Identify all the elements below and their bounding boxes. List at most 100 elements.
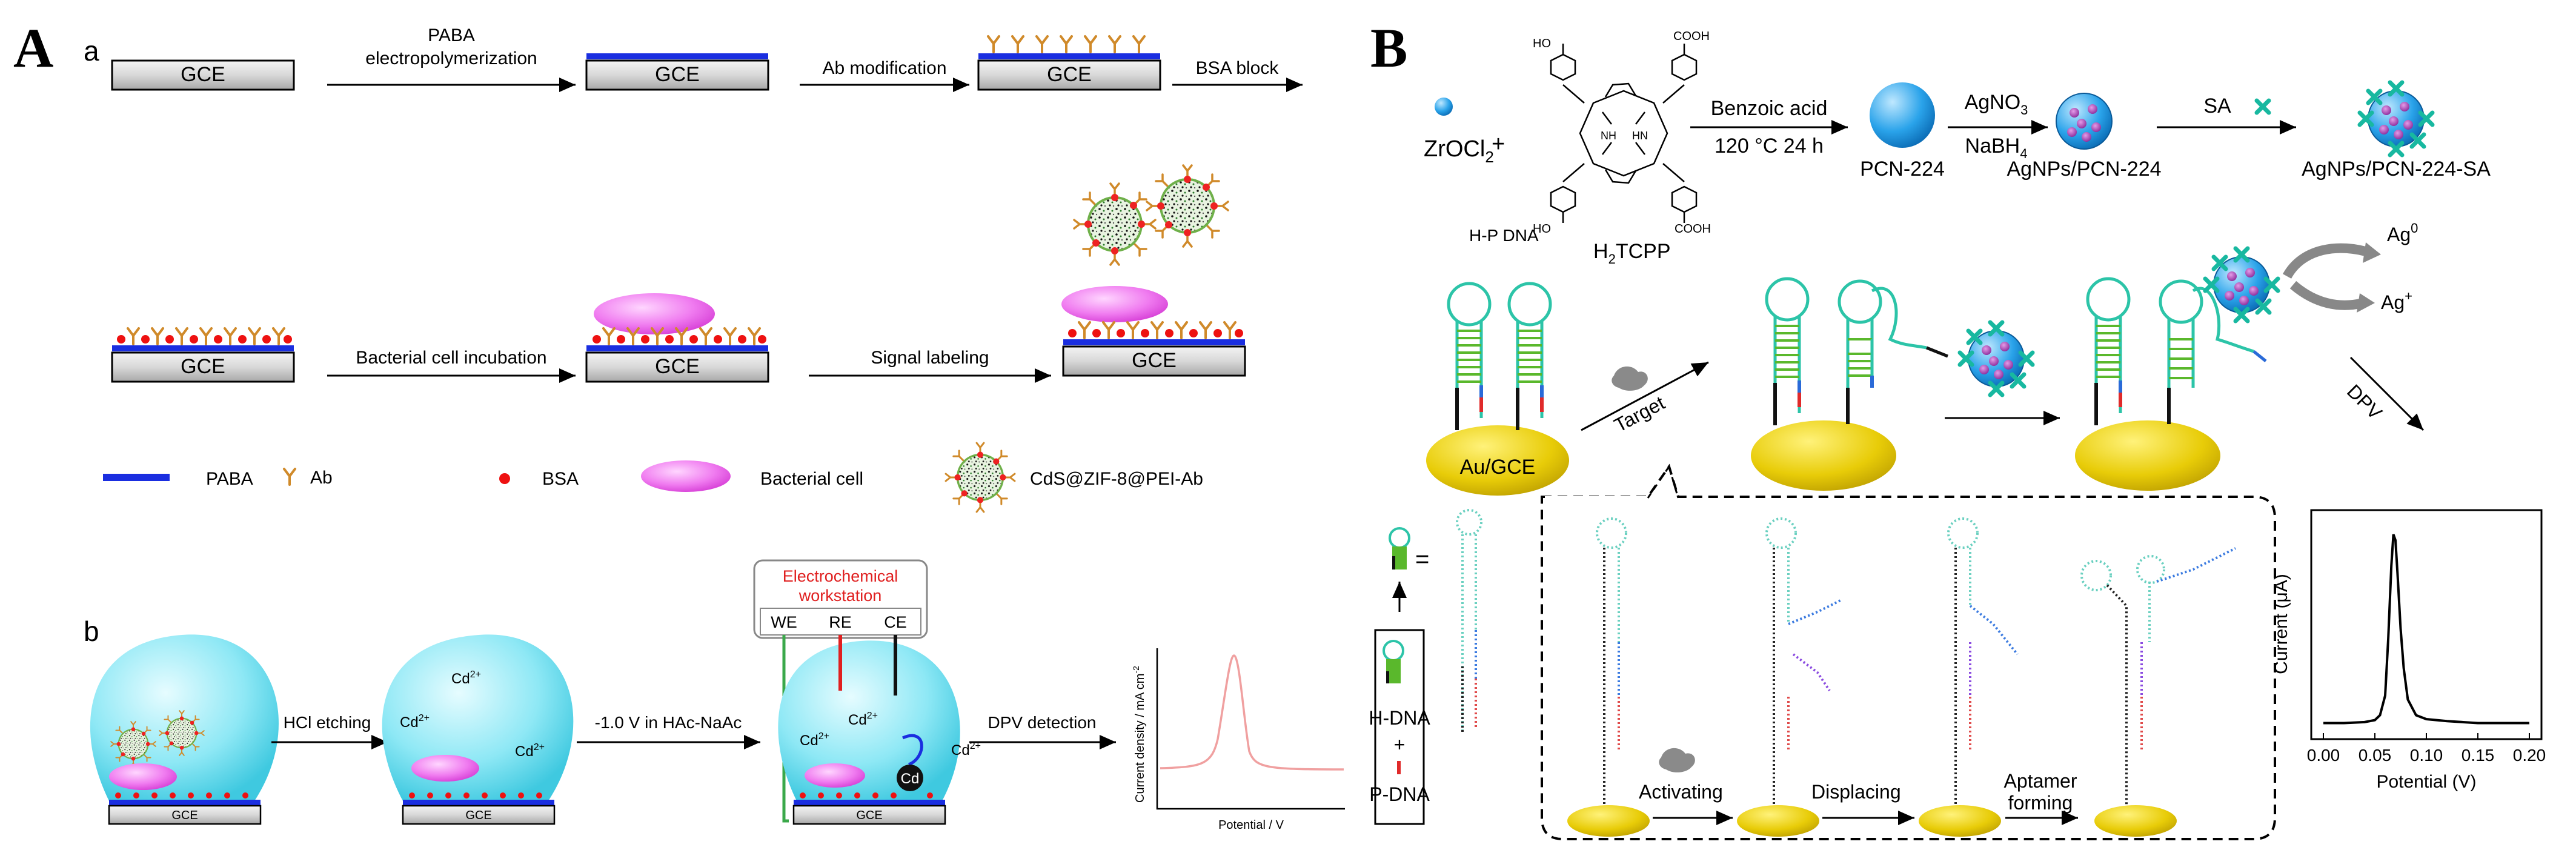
gce-electrode-4: GCE [111, 327, 295, 383]
droplet-1: GCE [90, 634, 279, 825]
activating-label: Activating [1639, 781, 1723, 803]
ho-label: HO [1533, 222, 1551, 236]
plus-sign: + [1492, 131, 1505, 157]
chart-xtick-label: 0.20 [2513, 746, 2546, 765]
legend-bsa-dot [499, 473, 510, 484]
hdna-pdna-legend: = H-DNA + P-DNA [1369, 509, 1482, 825]
hdna-label: H-DNA [1369, 707, 1430, 729]
nh-label: NH [1601, 130, 1616, 142]
step-paba-label-2: electropolymerization [365, 48, 537, 68]
dpv-schematic-curve [1160, 654, 1344, 771]
gce-electrode-3: GCE [977, 35, 1161, 91]
plus-sign: + [1394, 734, 1406, 755]
arrow-dpv-b [2349, 356, 2425, 431]
h2tcpp-label: H2TCPP [1593, 240, 1671, 267]
agnps-sa-particle [2360, 82, 2432, 155]
aptamer-label: Aptamer [2004, 770, 2077, 792]
gce-electrode-5: GCE [585, 293, 769, 383]
chart-ylabel: Current (μA) [2271, 574, 2291, 674]
electrode-step-3 [2075, 248, 2278, 491]
step-incubation-label: Bacterial cell incubation [356, 348, 546, 368]
workstation-label-2: workstation [798, 586, 882, 605]
legend-cell-shape [641, 460, 731, 492]
gce-electrode-2: GCE [585, 53, 769, 91]
target-icon [1659, 748, 1695, 772]
re-label: RE [829, 613, 852, 631]
plot-ylabel: Current density / mA cm-2 [1131, 666, 1147, 803]
agnps-pcn224-particle [2056, 93, 2113, 150]
chart-xtick-label: 0.00 [2307, 746, 2340, 765]
equals-sign: = [1415, 546, 1429, 573]
cooh-label: COOH [1673, 30, 1710, 43]
cd-ion-label: Cd2+ [951, 741, 981, 759]
droplet-2: Cd2+ Cd2+ Cd2+ GCE [382, 634, 574, 825]
agnps-label: AgNPs/PCN-224 [2007, 158, 2161, 181]
gce-label: GCE [1047, 63, 1092, 86]
gce-small-label: GCE [856, 809, 882, 822]
plot-xlabel: Potential / V [1218, 818, 1284, 832]
gce-label: GCE [655, 355, 700, 378]
zr-label: ZrOCl2 [1424, 136, 1494, 166]
gce-electrode-6: GCE [1061, 164, 1246, 377]
h2tcpp-molecule [1550, 44, 1698, 223]
cd-ion-label: Cd2+ [848, 711, 878, 728]
legend-paba-swatch [103, 474, 170, 481]
legend-probe: CdS@ZIF-8@PEI-Ab [1030, 469, 1203, 489]
gce-label: GCE [181, 355, 225, 378]
displacing-label: Displacing [1811, 781, 1901, 803]
legend: PABA Ab BSA Bacterial cell CdS@ZIF-8@PEI… [103, 442, 1203, 513]
hp-dna-label: H-P DNA [1469, 226, 1539, 245]
subpanel-a-label: a [84, 35, 99, 67]
temp-label: 120 °C 24 h [1715, 134, 1824, 158]
pdna-label: P-DNA [1369, 783, 1430, 805]
gce-label: GCE [181, 63, 225, 86]
workstation-label: Electrochemical [783, 567, 898, 585]
pcn224-label: PCN-224 [1860, 158, 1945, 181]
step-bsa-label: BSA block [1196, 58, 1280, 78]
agnps-sa-label: AgNPs/PCN-224-SA [2302, 158, 2491, 181]
hcl-label: HCl etching [284, 713, 371, 732]
au-gce-electrode [1426, 425, 1569, 496]
chart-xtick-label: 0.15 [2461, 746, 2495, 765]
panel-b: B ZrOCl2 + HO COOH HO COOH NH HN H2TCPP [1369, 17, 2546, 840]
chart-frame [2310, 509, 2543, 740]
gce-small-label: GCE [465, 809, 491, 822]
gce-label: GCE [1132, 349, 1177, 372]
chart-xtick-label: 0.05 [2359, 746, 2392, 765]
arrow-target [1581, 361, 1709, 431]
pcn224-particle [1870, 82, 1935, 148]
cd-ion-label: Cd2+ [451, 669, 481, 687]
legend-cell: Bacterial cell [760, 469, 863, 489]
sa-icon [2257, 101, 2269, 113]
au-gce-label: Au/GCE [1460, 456, 1536, 479]
gce-label: GCE [655, 63, 700, 86]
panel-a: A a GCE PABA electropolymerization GCE A… [13, 17, 1345, 832]
legend-ab: Ab [310, 468, 333, 488]
mechanism-inset: Activating Displacing [1541, 463, 2276, 840]
cd-ion-label: Cd2+ [400, 713, 430, 731]
agno3-label: AgNO3 [1965, 91, 2028, 118]
electrochemical-workstation: Electrochemical workstation WE RE CE [753, 559, 928, 639]
hn-label: HN [1632, 130, 1648, 142]
zr-cluster-icon [1435, 98, 1453, 116]
dpv-schematic-plot: Current density / mA cm-2 Potential / V [1131, 648, 1345, 832]
cd-ion-label: Cd2+ [515, 742, 545, 760]
legend-paba: PABA [206, 469, 253, 489]
step-signal-label: Signal labeling [871, 348, 989, 368]
chart-series-line [2323, 534, 2529, 725]
panel-b-letter: B [1370, 17, 1407, 79]
ce-label: CE [884, 613, 907, 631]
bacterial-cell [594, 293, 715, 334]
cd-metal-label: Cd [901, 771, 920, 787]
panel-a-letter: A [13, 17, 53, 79]
cooh-label: COOH [1675, 222, 1711, 236]
step-paba-label: PABA [428, 25, 475, 45]
we-label: WE [771, 613, 797, 631]
ag-oxidation-arrow [2282, 243, 2374, 279]
cd-ion-label: Cd2+ [800, 731, 829, 749]
subpanel-b-label: b [84, 616, 99, 647]
legend-bsa: BSA [542, 469, 579, 489]
forming-label: forming [2008, 792, 2073, 814]
electrode-step-2 [1751, 279, 1948, 491]
chart-xlabel: Potential (V) [2376, 772, 2476, 792]
